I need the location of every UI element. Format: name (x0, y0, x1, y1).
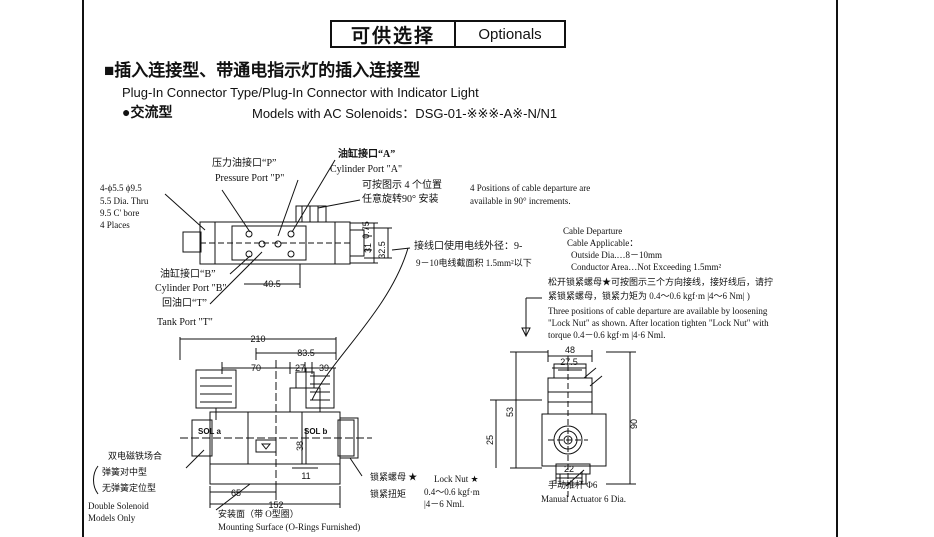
dim-40-5: 40.5 (263, 279, 281, 289)
dim-27-5: 27.5 (560, 357, 578, 367)
dim-38: 38 (295, 441, 305, 451)
label-locknut-cn-1: 松开锁紧螺母★可按图示三个方向接线，接好线后，请拧 (548, 277, 774, 287)
label-cable-en-3: Outside Dia.…8－10mm (571, 250, 662, 260)
label-lock-en-2: 0.4～0.6 kgf·m (424, 487, 480, 497)
dim-22: 22 (564, 464, 574, 474)
section-heading-en: Plug-In Connector Type/Plug-In Connector… (122, 85, 479, 100)
label-double-cn-1: 双电磁铁场合 (108, 451, 163, 461)
dim-32-5: 32.5 (377, 241, 387, 259)
dim-31: 31 (363, 243, 373, 253)
dim-53: 53 (505, 407, 515, 417)
label-locknut-en-2: "Lock Nut" as shown. After location tigh… (548, 318, 769, 328)
header-title-en: Optionals (478, 25, 542, 43)
section-sub-cn: ●交流型 (122, 104, 173, 120)
dim-11: 11 (301, 471, 310, 481)
label-cable-cn-1: 接线口使用电线外径：9- (414, 241, 523, 252)
dim-70: 70 (251, 363, 261, 373)
label-tank-en: Tank Port "T" (157, 317, 213, 328)
label-positions-cn-2: 任意旋转90° 安装 (362, 194, 439, 205)
dim-90: 90 (629, 419, 639, 429)
note-holes-2: 5.5 Dia. Thru (100, 196, 149, 206)
header-title-cn-box: 可供选择 (330, 20, 456, 48)
front-view-valve (180, 360, 372, 500)
dim-152: 152 (268, 500, 283, 510)
label-double-cn-3: 无弹簧定位型 (102, 483, 157, 493)
label-locknut-cn-2: 紧锁紧螺母，锁紧力矩为 0.4～0.6 kgf·m |4～6 Nm| ) (548, 291, 750, 301)
label-manual-en: Manual Actuator 6 Dia. (541, 494, 626, 504)
label-tank-cn: 回油口“T” (162, 298, 207, 309)
label-lock-cn-1: 锁紧螺母 ★ (370, 472, 418, 482)
label-positions-en-1: 4 Positions of cable departure are (470, 183, 591, 193)
dim-83-5: 83.5 (297, 348, 315, 358)
label-locknut-en-1: Three positions of cable departure are a… (548, 306, 768, 316)
label-lock-en-1: Lock Nut ★ (434, 474, 479, 484)
dim-210: 210 (250, 334, 265, 344)
label-cable-en-1: Cable Departure (563, 226, 623, 236)
label-cylA-en: Cylinder Port "A" (330, 164, 403, 175)
header-title-cn: 可供选择 (350, 25, 435, 47)
dim-25: 25 (485, 435, 495, 445)
label-cylB-en: Cylinder Port "B" (155, 283, 227, 294)
label-mount-cn: 安装面（带 O型圈） (218, 509, 299, 519)
note-holes-3: 9.5 C' bore (100, 208, 140, 218)
label-lock-cn-2: 锁紧扭矩 (370, 489, 407, 499)
section-heading-cn: ■插入连接型、带通电指示灯的插入连接型 (104, 61, 421, 80)
label-cable-en-2: Cable Applicable： (567, 238, 639, 248)
label-cylA-cn: 油缸接口“A” (338, 149, 396, 160)
label-pressure-en: Pressure Port "P" (215, 173, 285, 184)
header-title-en-box: Optionals (456, 20, 566, 48)
label-double-en-2: Models Only (88, 513, 136, 523)
note-holes-4: 4 Places (100, 220, 130, 230)
label-manual-cn: 手动推杆 Φ6 (548, 480, 598, 490)
top-view-valve (182, 205, 372, 265)
dim-48: 48 (565, 345, 575, 355)
label-positions-en-2: available in 90° increments. (470, 196, 571, 206)
label-cable-cn-2: 9－10电线截面积 1.5mm²以下 (416, 258, 532, 268)
dim-0-75: 0.75 (361, 221, 371, 239)
label-locknut-en-3: torque 0.4－0.6 kgf·m |4·6 Nml. (548, 330, 666, 340)
dim-65: 65 (231, 488, 241, 498)
label-cable-en-4: Conductor Area…Not Exceeding 1.5mm² (571, 262, 722, 272)
dim-27: 27 (295, 363, 305, 373)
sol-a-label: SOL a (198, 427, 222, 436)
left-border-line (82, 0, 84, 537)
note-holes-1: 4-ϕ5.5 ϕ9.5 (100, 183, 142, 193)
dim-39: 39 (319, 363, 329, 373)
label-double-en-1: Double Solenoid (88, 501, 149, 511)
section-models: Models with AC Solenoids：DSG-01-※※※-A※-N… (252, 106, 558, 121)
label-positions-cn-1: 可按图示 4 个位置 (362, 180, 442, 191)
label-mount-en: Mounting Surface (O-Rings Furnished) (218, 522, 361, 532)
label-double-cn-2: 弹簧对中型 (102, 467, 148, 477)
label-lock-en-3: |4－6 Nml. (424, 499, 465, 509)
right-border-line (836, 0, 838, 537)
sol-b-label: SOL b (304, 427, 328, 436)
side-view-valve (541, 356, 607, 500)
label-pressure-cn: 压力油接口“P” (212, 158, 277, 169)
label-cylB-cn: 油缸接口“B” (160, 269, 216, 280)
